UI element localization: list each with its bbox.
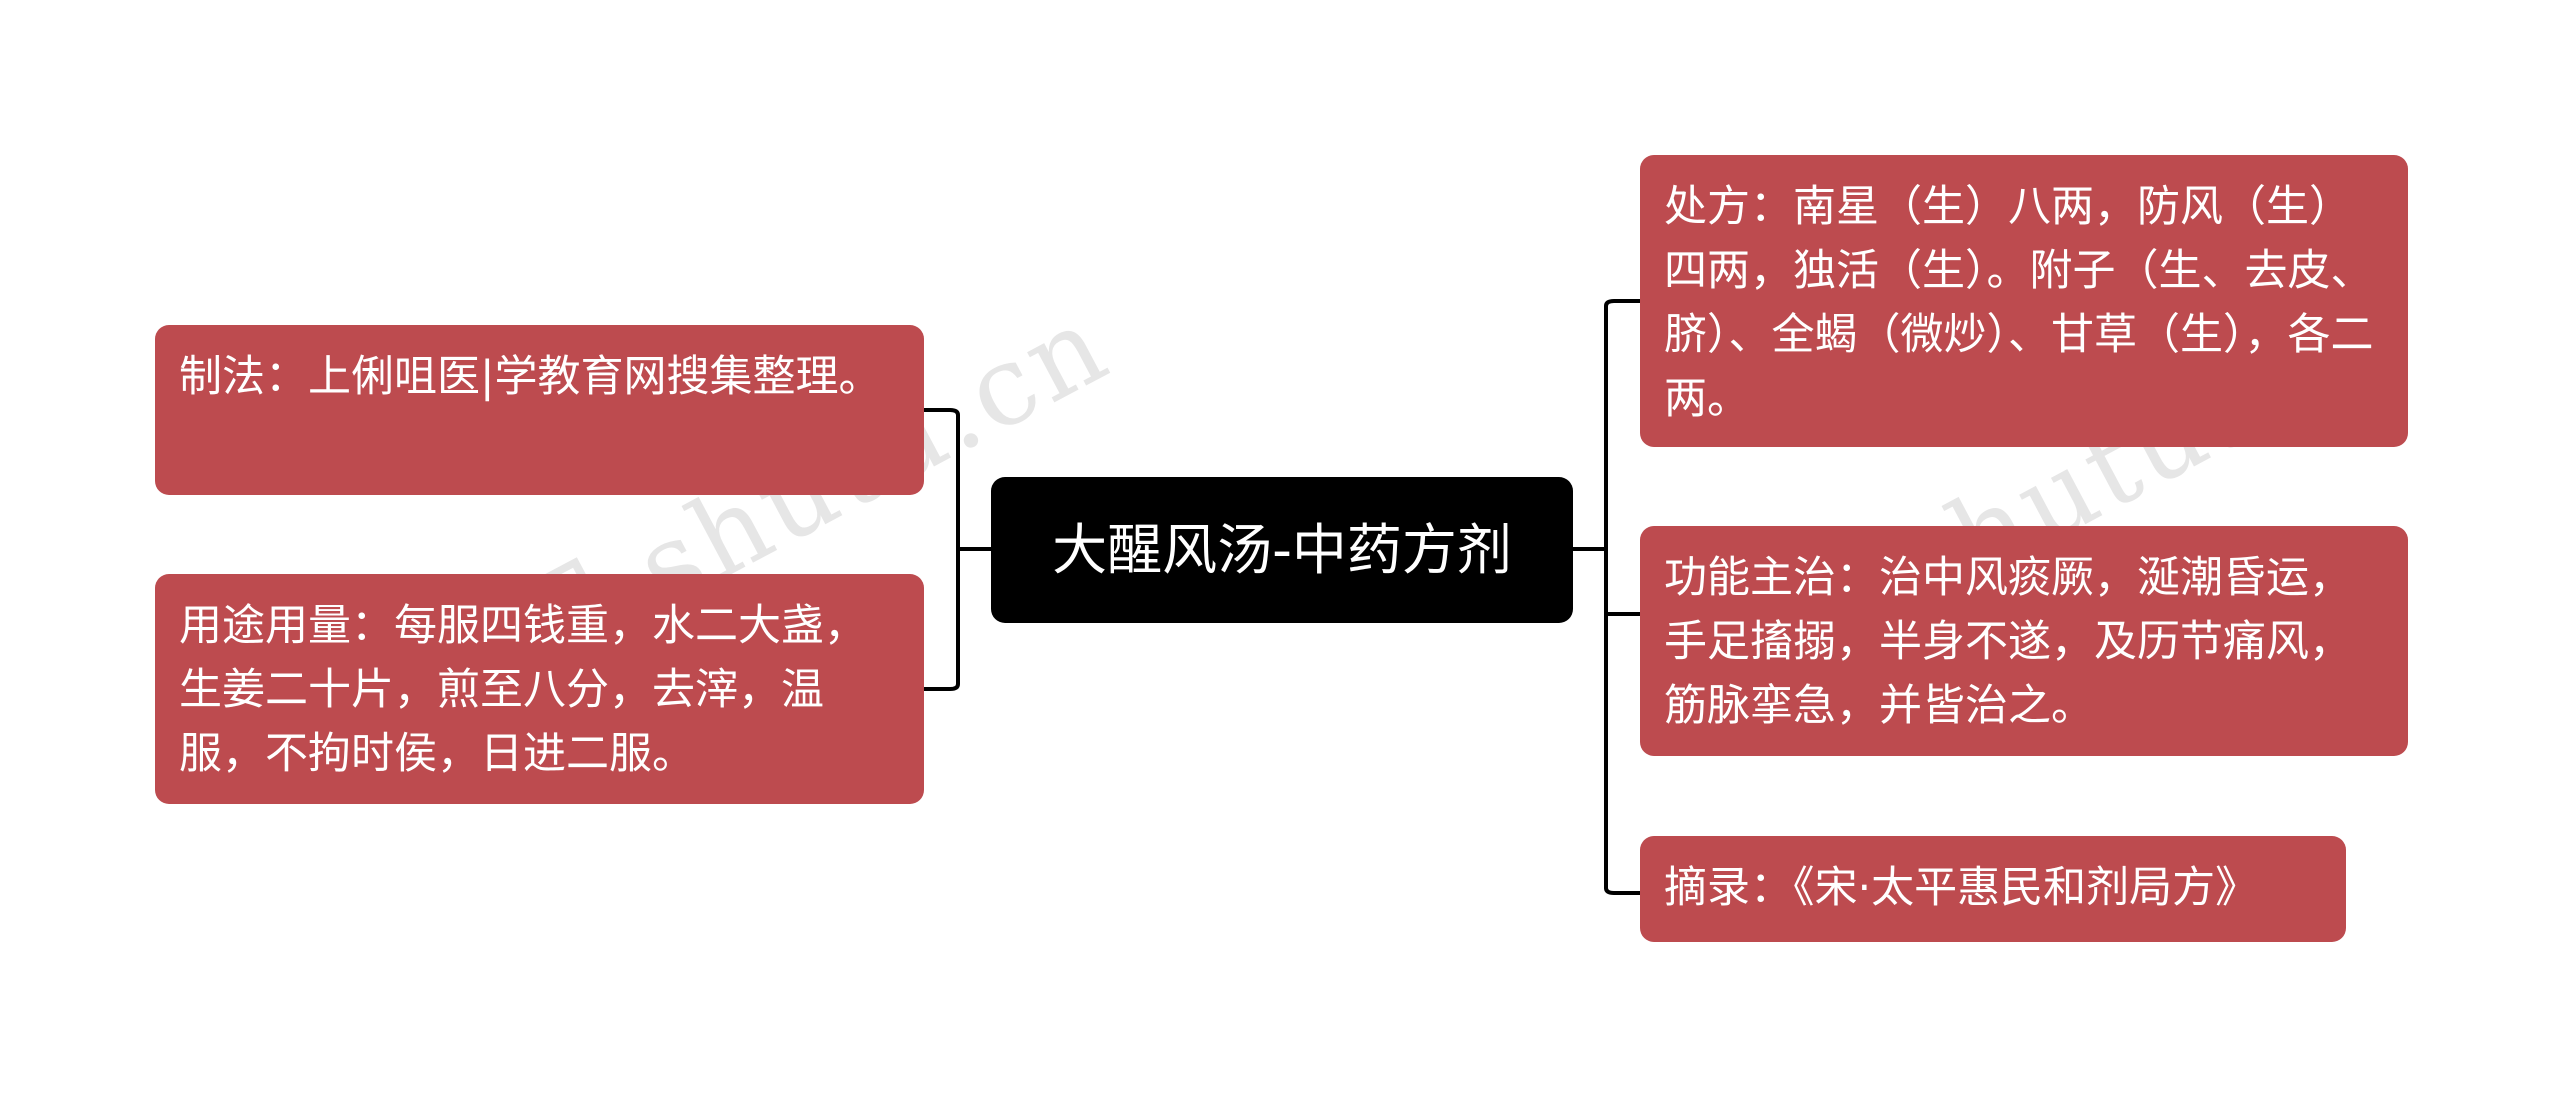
right-topic-indications[interactable]: 功能主治：治中风痰厥，涎潮昏运，手足搐搦，半身不遂，及历节痛风，筋脉挛急，并皆治… — [1640, 526, 2408, 756]
right-topic-prescription[interactable]: 处方：南星（生）八两，防风（生）四两，独活（生）。附子（生、去皮、脐）、全蝎（微… — [1640, 155, 2408, 447]
root-topic[interactable]: 大醒风汤-中药方剂 — [991, 477, 1573, 623]
left-topic-method[interactable]: 制法：上俐咀医|学教育网搜集整理。 — [155, 325, 924, 495]
connector-right-trunk — [1573, 299, 1640, 895]
right-topic-source[interactable]: 摘录：《宋·太平惠民和剂局方》 — [1640, 836, 2346, 942]
connector-left-trunk — [924, 408, 991, 691]
left-topic-usage[interactable]: 用途用量：每服四钱重，水二大盏，生姜二十片，煎至八分，去滓，温服，不拘时侯，日进… — [155, 574, 924, 804]
